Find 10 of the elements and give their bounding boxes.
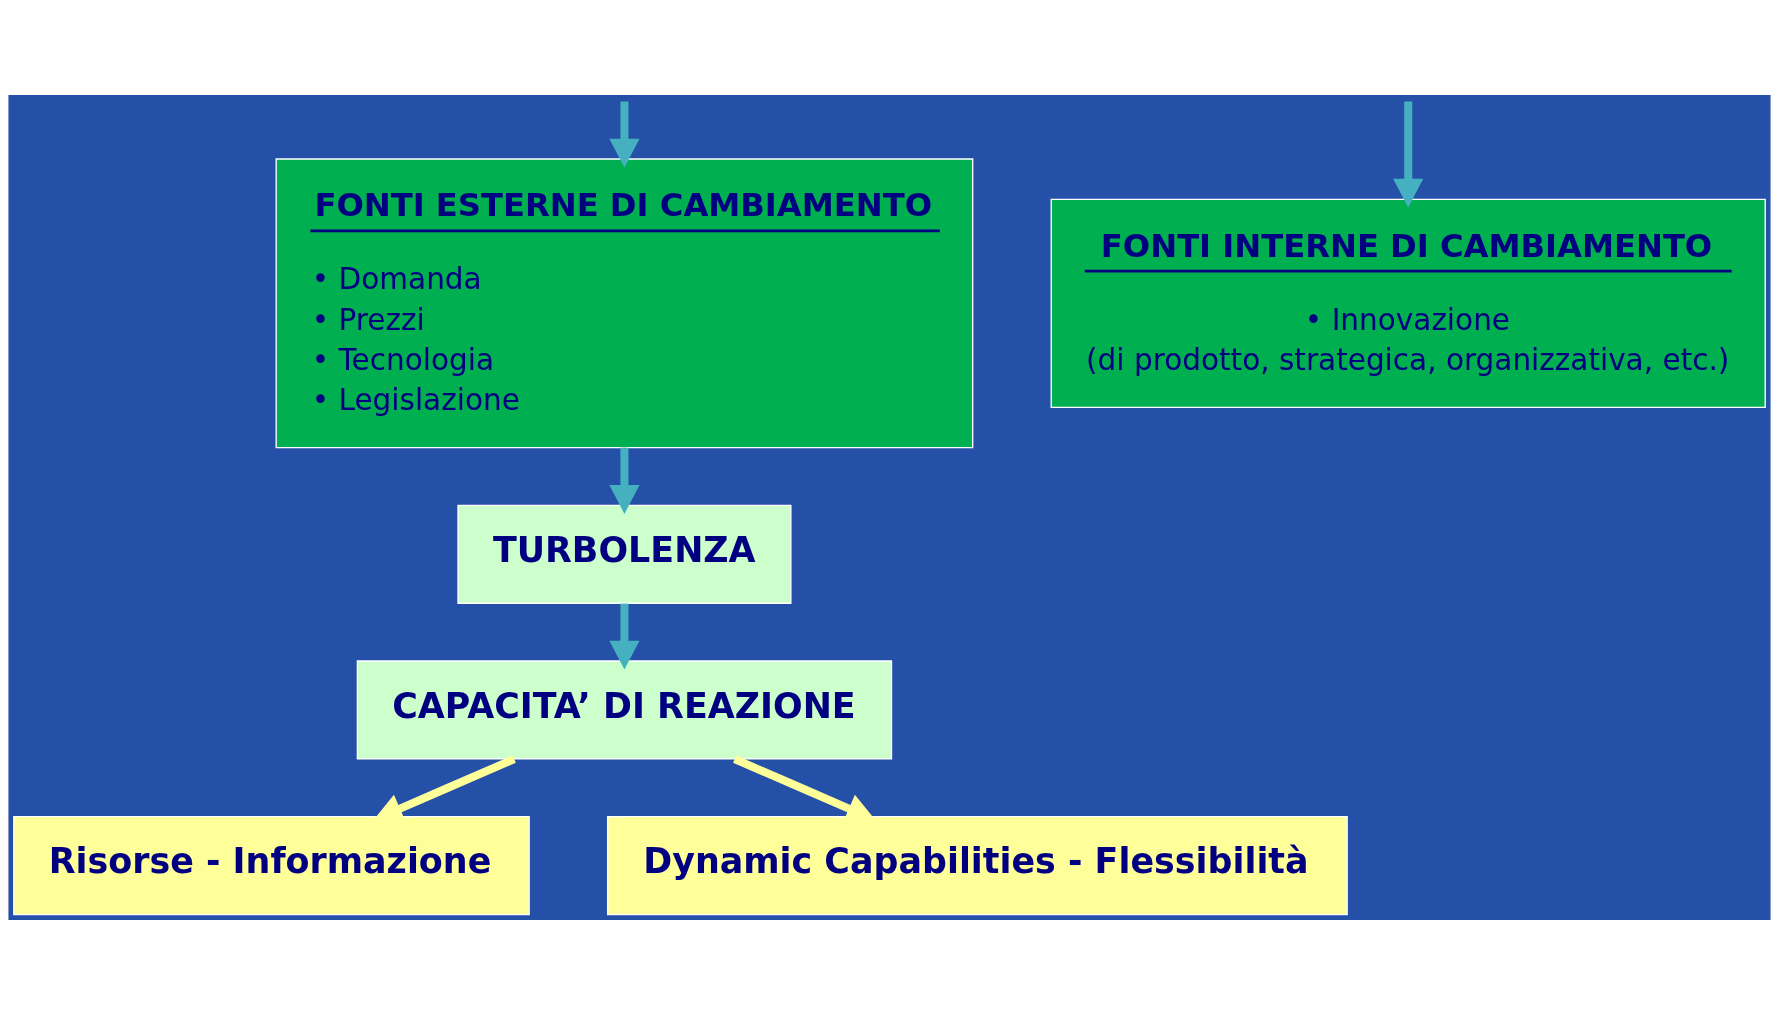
arrow [609,101,640,168]
arrow [609,603,640,670]
node-box: FONTI INTERNE DI CAMBIAMENTO • Innovazione (di prodotto, strategica, organizzativa, etc.) [1050,198,1766,408]
node-box: TURBOLENZA [457,504,792,604]
node-box: Dynamic Capabilities - Flessibilità [607,816,1348,916]
node-box: Risorse - Informazione [13,816,530,916]
node-box: CAPACITA’ DI REAZIONE [356,660,893,760]
node-box: FONTI ESTERNE DI CAMBIAMENTO • Domanda • Prezzi • Tecnologia • Legislazione [275,158,974,449]
arrow [609,447,640,514]
arrow [1393,101,1424,208]
